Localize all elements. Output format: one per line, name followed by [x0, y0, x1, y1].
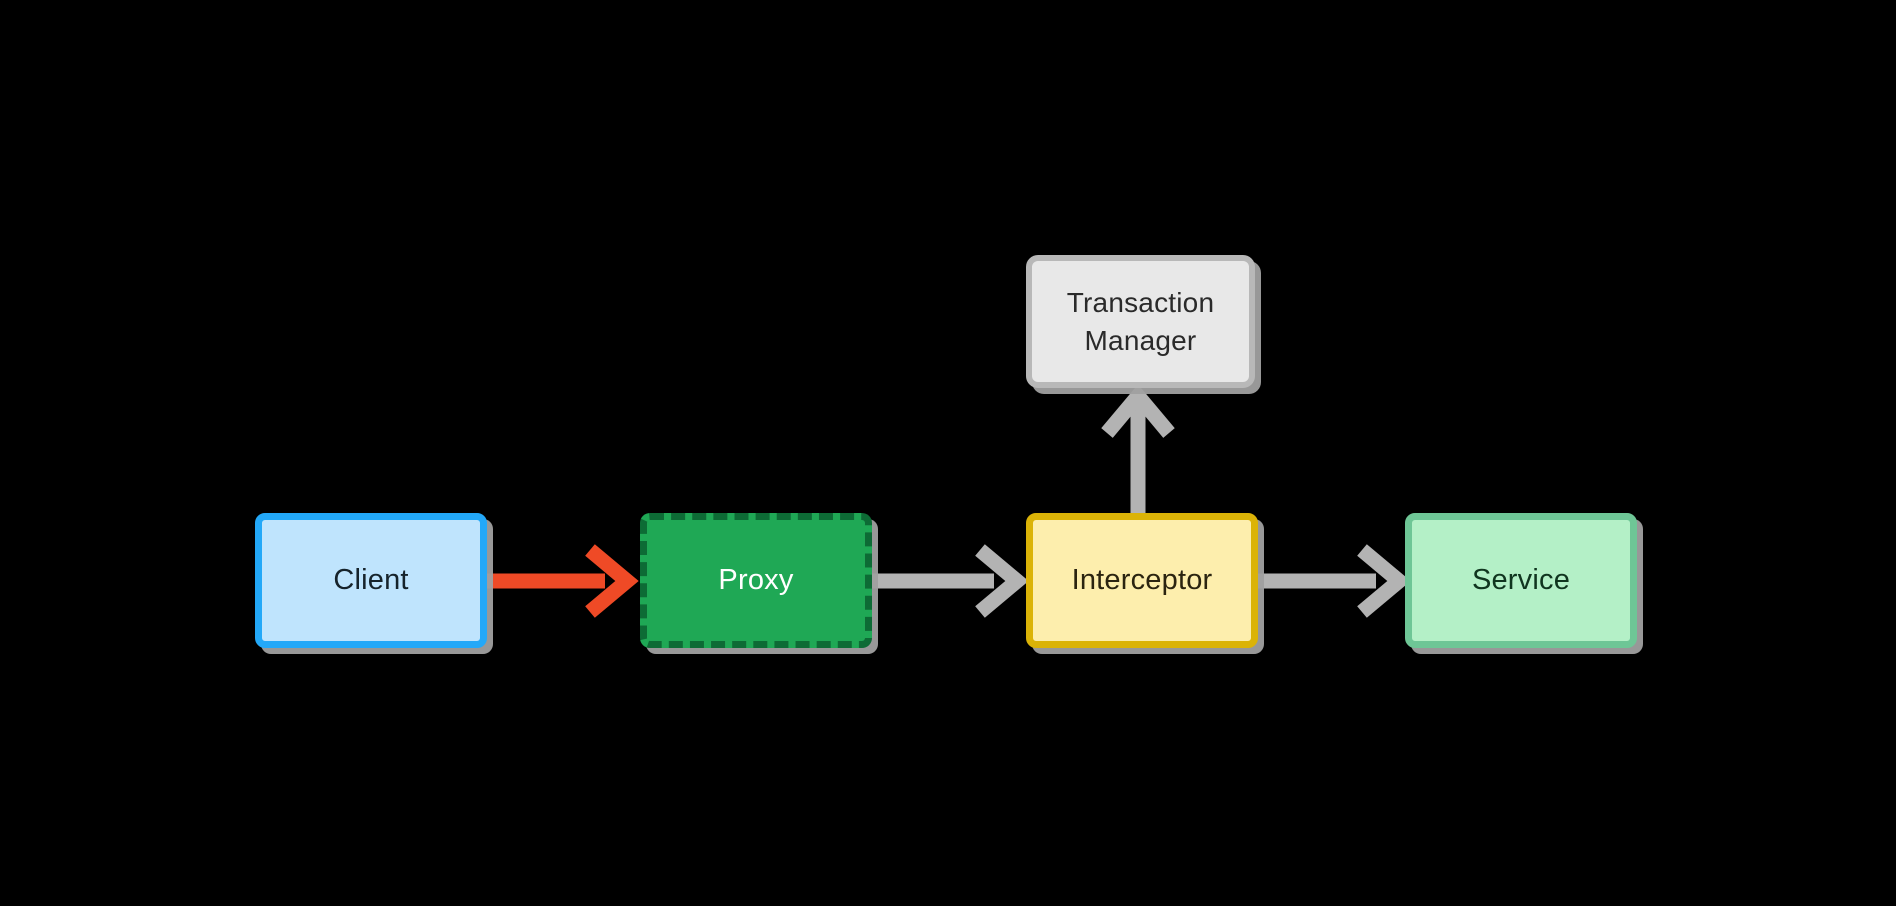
node-proxy-label: Proxy	[718, 563, 794, 596]
edge-interceptor-to-transaction-manager	[1101, 384, 1175, 516]
node-interceptor-label: Interceptor	[1071, 563, 1213, 596]
node-client[interactable]: Client	[255, 513, 487, 648]
node-service[interactable]: Service	[1405, 513, 1637, 648]
arrow-head-client-to-proxy	[585, 544, 639, 618]
arrow-head-interceptor-to-service	[1357, 544, 1411, 618]
node-transaction-manager-label-line-1: Transaction	[1066, 286, 1215, 318]
arrow-head-proxy-to-interceptor	[975, 544, 1029, 618]
edge-interceptor-to-service	[1258, 544, 1413, 618]
node-client-label: Client	[333, 563, 409, 596]
arrow-head-interceptor-to-transaction-manager	[1101, 384, 1175, 438]
edge-proxy-to-interceptor	[872, 544, 1032, 618]
node-proxy[interactable]: Proxy	[640, 513, 872, 648]
edge-client-to-proxy	[487, 544, 647, 618]
node-transaction-manager-label-line-2: Manager	[1084, 324, 1197, 356]
node-interceptor[interactable]: Interceptor	[1026, 513, 1258, 648]
node-service-label: Service	[1471, 563, 1571, 596]
node-transaction-manager[interactable]: Transaction Manager	[1026, 255, 1255, 388]
